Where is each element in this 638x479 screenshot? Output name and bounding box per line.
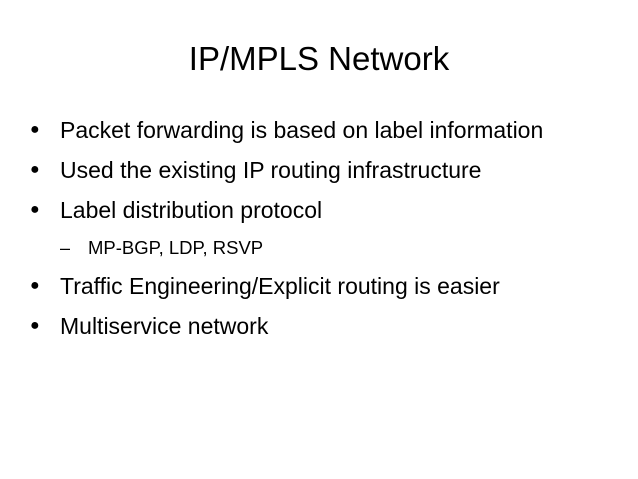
bullet-text: Label distribution protocol [60,197,323,223]
bullet-text: Used the existing IP routing infrastruct… [60,157,482,183]
bullet-item: ● Multiservice network [30,306,630,346]
bullet-list: ● Packet forwarding is based on label in… [30,110,630,346]
bullet-marker: ● [30,161,40,178]
slide-title: IP/MPLS Network [188,40,450,77]
bullet-item: ● Packet forwarding is based on label in… [30,110,630,150]
bullet-marker: ● [30,317,40,334]
bullet-marker: ● [30,201,40,218]
bullet-item: ● Label distribution protocol [30,190,630,230]
bullet-marker: ● [30,277,40,294]
bullet-text: Packet forwarding is based on label info… [60,117,544,143]
bullet-item: ● Used the existing IP routing infrastru… [30,150,630,190]
sub-bullet-text: MP-BGP, LDP, RSVP [88,237,264,258]
bullet-marker: ● [30,121,40,138]
sub-bullet-item: – MP-BGP, LDP, RSVP [30,230,630,266]
bullet-item: ● Traffic Engineering/Explicit routing i… [30,266,630,306]
bullet-text: Traffic Engineering/Explicit routing is … [60,273,500,299]
sub-bullet-marker: – [60,238,71,258]
bullet-text: Multiservice network [60,313,269,339]
